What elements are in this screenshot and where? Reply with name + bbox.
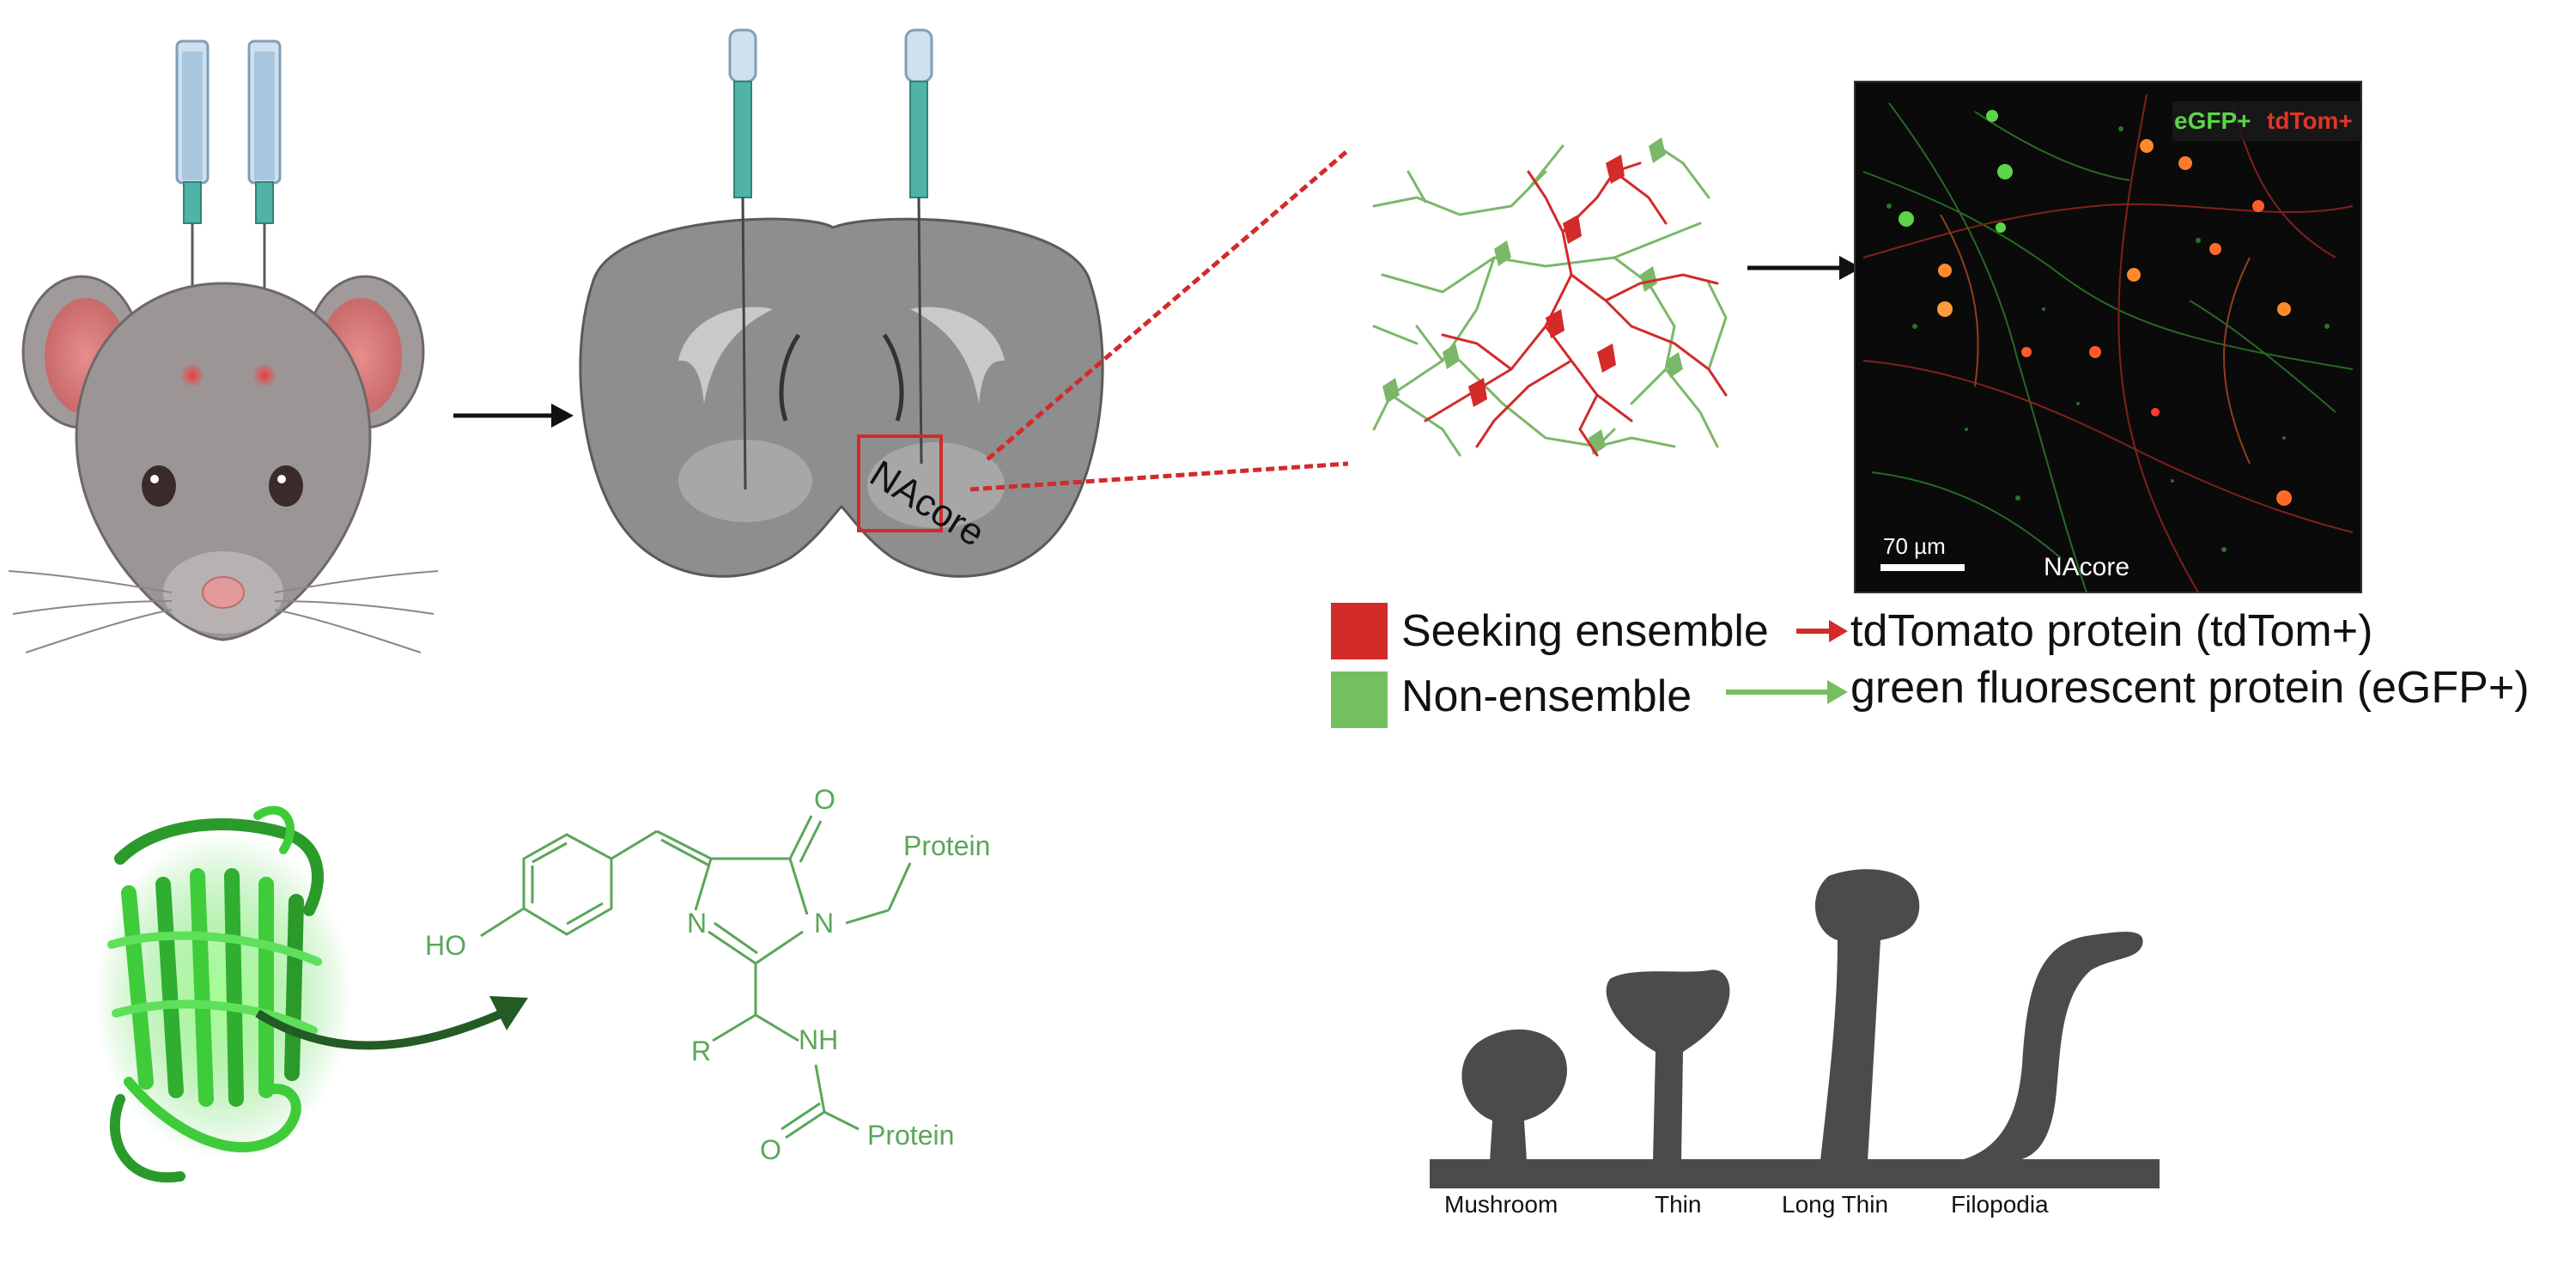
syringe-left-icon: [175, 39, 210, 369]
legend-arrow-red-icon: [1796, 620, 1848, 642]
atom-ho: HO: [425, 930, 466, 961]
legend-target-gfp: green fluorescent protein (eGFP+): [1850, 663, 2530, 713]
neuron-network-illustration: [1372, 137, 1728, 457]
dendrite-shaft: [1430, 1159, 2160, 1188]
spine-thin: [1606, 969, 1730, 1161]
mouse-injection-illustration: [8, 39, 439, 653]
arrow-1-icon: [453, 404, 574, 428]
micrograph-legend-egfp: eGFP+: [2174, 107, 2251, 134]
micrograph-legend-tdtom: tdTom+: [2267, 107, 2353, 134]
scale-bar: [1880, 564, 1965, 571]
atom-n-right: N: [814, 908, 834, 939]
legend-swatch-green: [1331, 671, 1388, 728]
legend-label-non-ensemble: Non-ensemble: [1401, 671, 1692, 721]
legend-target-tdtomato: tdTomato protein (tdTom+): [1850, 606, 2372, 656]
chromophore-atom-labels: O N N HO R NH O Protein Protein: [425, 784, 990, 1165]
legend-arrow-green-icon: [1726, 680, 1848, 704]
atom-n-ring: N: [687, 908, 707, 939]
atom-o-bottom: O: [760, 1134, 781, 1165]
chromophore-structure: [480, 815, 912, 1139]
atom-r: R: [691, 1036, 711, 1066]
spine-label-thin: Thin: [1655, 1191, 1701, 1218]
spine-label-long-thin: Long Thin: [1782, 1191, 1888, 1218]
spine-label-mushroom: Mushroom: [1444, 1191, 1558, 1218]
brain-section-illustration: NAcore: [579, 28, 1104, 578]
atom-o-top: O: [814, 784, 835, 815]
gfp-to-chromophore-arrow-icon: [255, 996, 528, 1050]
syringe-right-icon: [247, 39, 282, 369]
spine-type-labels: Mushroom Thin Long Thin Filopodia: [1444, 1191, 2049, 1218]
arrow-2-icon: [1747, 256, 1862, 280]
protein-label-bottom: Protein: [867, 1120, 954, 1151]
micrograph-region-label: NAcore: [2044, 553, 2129, 581]
dendritic-spines-illustration: [1430, 869, 2160, 1188]
nacore-highlight-box: [857, 434, 943, 532]
scale-bar-label: 70 µm: [1883, 533, 1946, 559]
legend-swatch-red: [1331, 603, 1388, 659]
protein-label-top: Protein: [903, 830, 990, 861]
ensemble-legend: Seeking ensemble tdTomato protein (tdTom…: [1331, 603, 2530, 728]
brain-syringe-left-icon: [728, 28, 757, 490]
spine-mushroom: [1461, 1029, 1567, 1161]
spine-long-thin: [1814, 869, 1920, 1161]
brain-syringe-right-icon: [904, 28, 933, 465]
spine-filopodia: [1958, 932, 2143, 1161]
legend-row-non-ensemble: Non-ensemble green fluorescent protein (…: [1331, 663, 2530, 728]
legend-label-seeking: Seeking ensemble: [1401, 606, 1769, 656]
fluorescence-micrograph: eGFP+ tdTom+ 70 µm NAcore: [1854, 81, 2362, 593]
spine-label-filopodia: Filopodia: [1951, 1191, 2049, 1218]
zoom-lines: [969, 149, 1350, 492]
atom-nh: NH: [799, 1024, 838, 1055]
legend-row-seeking: Seeking ensemble tdTomato protein (tdTom…: [1331, 603, 2372, 659]
gfp-protein-illustration: [94, 805, 528, 1183]
